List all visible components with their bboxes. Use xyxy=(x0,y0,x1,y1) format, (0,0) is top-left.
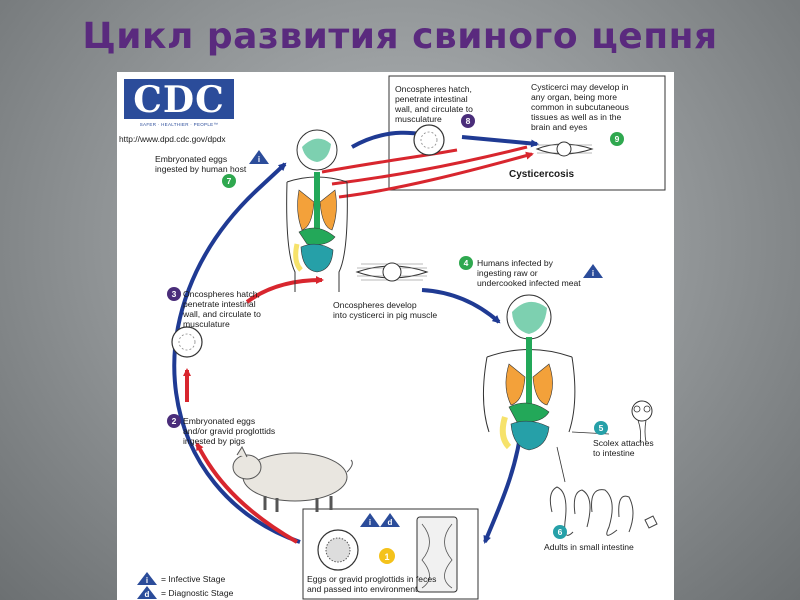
svg-text:6: 6 xyxy=(558,527,563,537)
step-6-label: Adults in small intestine xyxy=(544,542,634,552)
egg-oncosphere-left xyxy=(171,326,203,358)
cdc-logo-tagline: SAFER · HEALTHIER · PEOPLE™ xyxy=(139,122,219,127)
lifecycle-drawing: 1 2 3 4 5 6 7 8 9 i i i d i d xyxy=(137,75,666,600)
legend-diagnostic-icon: d xyxy=(137,586,157,599)
step-6-circle: 6 xyxy=(553,525,567,539)
gravid-proglottid xyxy=(416,516,458,593)
infective-marker-1: i xyxy=(360,513,380,527)
adult-worms xyxy=(549,486,658,536)
arrow-to-human-right xyxy=(421,288,501,324)
svg-text:3: 3 xyxy=(172,289,177,299)
source-url: http://www.dpd.cdc.gov/dpdx xyxy=(119,134,226,144)
step-9-circle: 9 xyxy=(610,132,624,146)
human-figure-right xyxy=(482,294,576,451)
pig-illustration xyxy=(232,445,353,512)
infective-marker-7: i xyxy=(249,150,269,164)
egg-oncosphere-top xyxy=(413,124,445,156)
arrow-red-3 xyxy=(338,151,534,199)
svg-text:i: i xyxy=(146,576,148,585)
svg-text:2: 2 xyxy=(172,416,177,426)
svg-text:5: 5 xyxy=(599,423,604,433)
step-5-circle: 5 xyxy=(594,421,608,435)
arrow-env-to-pig xyxy=(195,442,298,544)
svg-text:9: 9 xyxy=(615,134,620,144)
diagnostic-marker-1: d xyxy=(380,513,400,527)
cysticerci-muscle-pig xyxy=(355,262,429,282)
cdc-logo-text: CDC xyxy=(124,79,234,121)
slide-title: Цикл развития свиного цепня xyxy=(82,16,718,57)
step-4-circle: 4 xyxy=(459,256,473,270)
cysticerci-muscle-human xyxy=(535,141,594,157)
cdc-logo: CDC SAFER · HEALTHIER · PEOPLE™ xyxy=(120,75,238,133)
infective-marker-4: i xyxy=(583,264,603,278)
svg-text:d: d xyxy=(388,518,393,527)
step-8-circle: 8 xyxy=(461,114,475,128)
svg-text:4: 4 xyxy=(464,258,469,268)
arrow-red-1 xyxy=(321,148,458,174)
step-1-circle: 1 xyxy=(379,548,395,564)
scolex-illustration xyxy=(631,400,653,443)
arrow-to-pig-muscle xyxy=(245,276,324,304)
step-7-circle: 7 xyxy=(222,174,236,188)
svg-text:7: 7 xyxy=(227,176,232,186)
svg-text:i: i xyxy=(258,155,260,164)
svg-text:d: d xyxy=(145,590,150,599)
svg-text:i: i xyxy=(369,518,371,527)
cysticercosis-label: Cysticercosis xyxy=(509,169,575,180)
arrow-red-2 xyxy=(331,145,528,186)
step-3-circle: 3 xyxy=(167,287,181,301)
pointer-adults xyxy=(556,446,566,483)
arrow-to-cysticerci xyxy=(461,135,539,148)
egg-environment xyxy=(317,529,359,571)
svg-text:1: 1 xyxy=(384,552,389,562)
svg-text:i: i xyxy=(592,269,594,278)
lifecycle-panel: CDC SAFER · HEALTHIER · PEOPLE™ http://w… xyxy=(117,72,674,600)
svg-text:8: 8 xyxy=(466,116,471,126)
legend-diagnostic-label: = Diagnostic Stage xyxy=(161,588,234,598)
legend-infective-icon: i xyxy=(137,572,157,585)
step-2-circle: 2 xyxy=(167,414,181,428)
human-figure-top xyxy=(286,129,348,292)
arrow-env-to-human xyxy=(172,162,301,544)
legend-infective-label: = Infective Stage xyxy=(161,574,226,584)
